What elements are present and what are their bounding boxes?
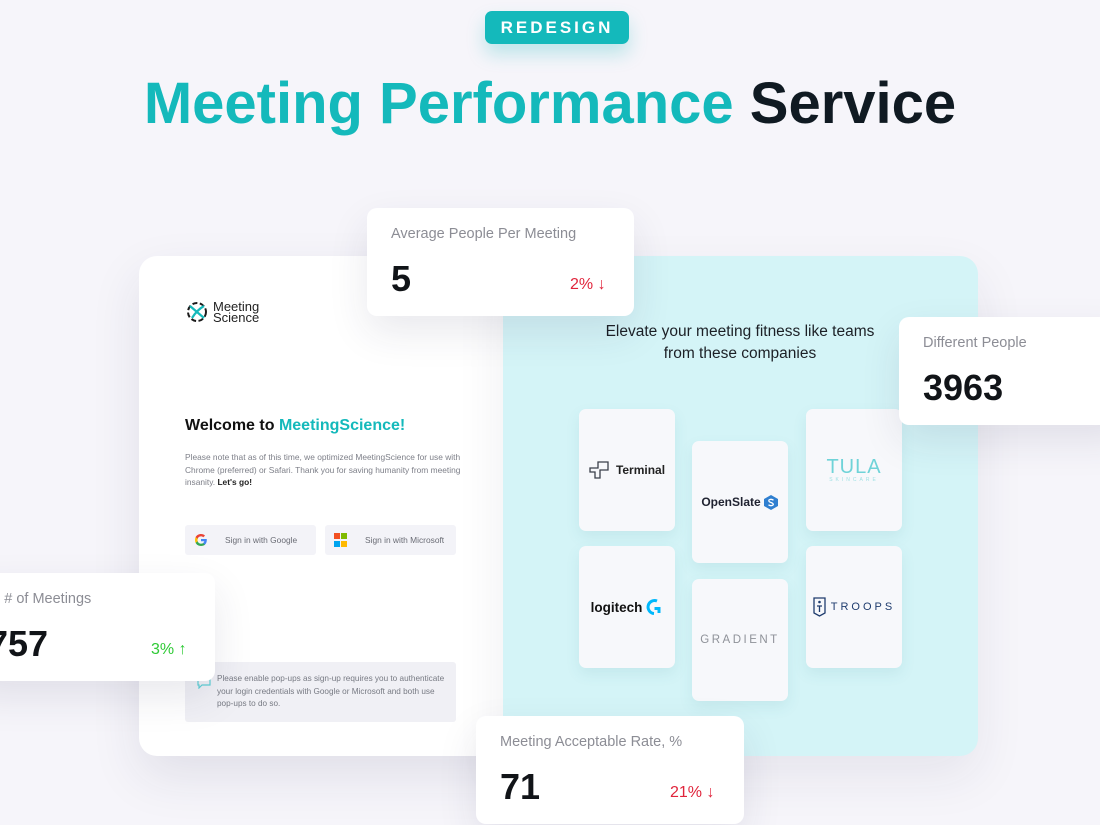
- microsoft-signin-button[interactable]: Sign in with Microsoft: [325, 525, 456, 555]
- arrow-down-icon: ↓: [706, 784, 715, 801]
- page-title: Meeting Performance Service: [0, 70, 1100, 137]
- browser-note: Please note that as of this time, we opt…: [185, 451, 470, 489]
- company-card-logitech: logitech: [579, 546, 675, 668]
- popup-notice-text: Please enable pop-ups as sign-up require…: [217, 674, 445, 708]
- troops-shield-icon: [813, 597, 826, 617]
- tula-subtitle: SKINCARE: [829, 477, 879, 483]
- google-icon: [195, 534, 207, 546]
- company-card-terminal: Terminal: [579, 409, 675, 531]
- panel-heading: Elevate your meeting fitness like teams …: [580, 321, 900, 365]
- google-signin-label: Sign in with Google: [225, 535, 298, 545]
- terminal-logo-icon: [589, 461, 609, 479]
- stat-label: Meeting Acceptable Rate, %: [500, 734, 683, 750]
- arrow-up-icon: ↑: [178, 641, 187, 658]
- arrow-down-icon: ↓: [597, 276, 606, 293]
- company-card-openslate: OpenSlate: [692, 441, 788, 563]
- stat-label: Average People Per Meeting: [391, 226, 577, 242]
- company-name: TULA: [826, 456, 882, 478]
- browser-note-bold: Let's go!: [217, 477, 252, 487]
- panel-heading-line1: Elevate your meeting fitness like teams: [605, 323, 875, 340]
- meetingscience-logo: Meeting Science: [185, 300, 259, 324]
- company-name: logitech: [590, 599, 643, 615]
- logitech-g-icon: [646, 599, 661, 615]
- stat-card-different-people: Different People 3963: [899, 317, 1100, 425]
- company-card-troops: TROOPS: [806, 546, 902, 668]
- welcome-heading: Welcome to MeetingScience!: [185, 417, 405, 435]
- company-name: TROOPS: [830, 601, 896, 613]
- microsoft-icon: [334, 533, 348, 547]
- title-dark: Service: [749, 71, 957, 136]
- popup-notice: Please enable pop-ups as sign-up require…: [185, 662, 456, 722]
- stat-delta-value: 3%: [151, 641, 175, 658]
- title-accent: Meeting Performance: [143, 71, 734, 136]
- openslate-logo-icon: [763, 494, 778, 510]
- stat-delta: 2% ↓: [570, 276, 606, 294]
- welcome-brand: MeetingScience!: [278, 417, 406, 434]
- company-name: GRADIENT: [700, 634, 780, 646]
- stat-delta-value: 2%: [570, 276, 594, 293]
- logo-line2: Science: [213, 310, 260, 325]
- stat-card-total-meetings: l # of Meetings 757 3% ↑: [0, 573, 215, 681]
- stat-label: l # of Meetings: [0, 591, 92, 607]
- stat-value: 3963: [923, 367, 1004, 408]
- company-card-gradient: GRADIENT: [692, 579, 788, 701]
- stat-delta-value: 21%: [670, 784, 703, 801]
- company-name: Terminal: [615, 463, 666, 477]
- logo-line1: Meeting: [213, 299, 260, 314]
- welcome-prefix: Welcome to: [185, 417, 279, 434]
- stat-label: Different People: [923, 335, 1027, 351]
- panel-heading-line2: from these companies: [663, 345, 817, 362]
- company-card-tula: TULA SKINCARE: [806, 409, 902, 531]
- stat-value: 5: [391, 258, 412, 299]
- stat-card-avg-people: Average People Per Meeting 5 2% ↓: [367, 208, 634, 316]
- stat-value: 757: [0, 623, 49, 664]
- meetingscience-logo-icon: [187, 302, 207, 322]
- stat-value: 71: [500, 766, 541, 807]
- stat-delta: 21% ↓: [670, 784, 714, 802]
- microsoft-signin-label: Sign in with Microsoft: [365, 535, 445, 545]
- google-signin-button[interactable]: Sign in with Google: [185, 525, 316, 555]
- redesign-badge: REDESIGN: [485, 11, 629, 44]
- stat-delta: 3% ↑: [151, 641, 187, 659]
- company-name: OpenSlate: [701, 495, 761, 509]
- browser-note-text: Please note that as of this time, we opt…: [185, 452, 461, 487]
- stat-card-acceptable-rate: Meeting Acceptable Rate, % 71 21% ↓: [476, 716, 744, 824]
